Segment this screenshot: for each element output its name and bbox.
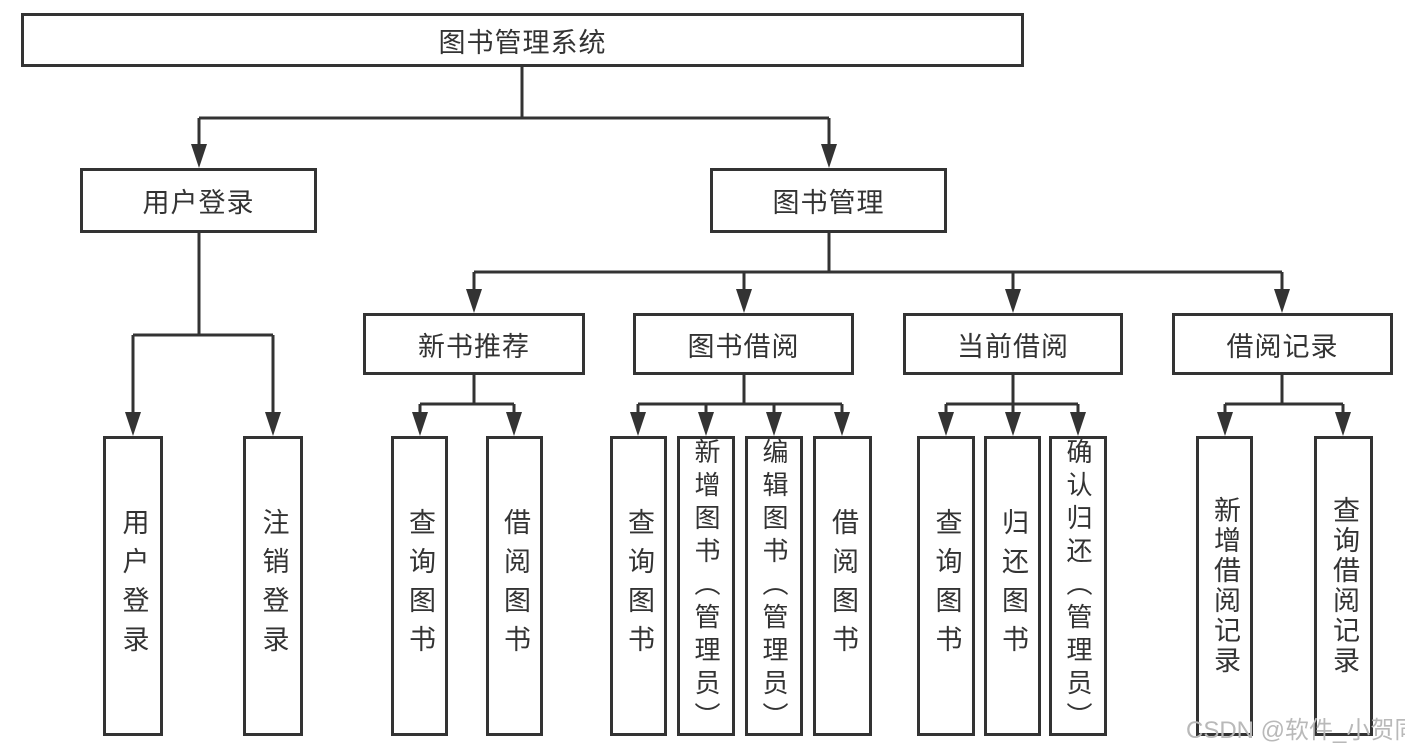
node-borrowing-records: 借阅记录 xyxy=(1172,313,1393,375)
leaf-add-books-admin: 新增图书（管理员） xyxy=(677,436,735,736)
node-label: 当前借阅 xyxy=(957,331,1069,362)
leaf-confirm-return-admin: 确认归还（管理员） xyxy=(1049,436,1107,736)
leaf-add-borrow-record: 新增借阅记录 xyxy=(1196,436,1253,736)
leaf-user-login: 用户登录 xyxy=(103,436,163,736)
leaf-label: 用户登录 xyxy=(118,508,149,664)
leaf-label: 新增借阅记录 xyxy=(1210,496,1240,676)
leaf-borrow-books-borrowing: 借阅图书 xyxy=(813,436,872,736)
leaf-label: 借阅图书 xyxy=(828,508,858,664)
leaf-query-books-current: 查询图书 xyxy=(917,436,975,736)
leaf-label: 查询借阅记录 xyxy=(1329,496,1359,676)
leaf-query-borrow-record: 查询借阅记录 xyxy=(1314,436,1373,736)
leaf-logout: 注销登录 xyxy=(243,436,303,736)
node-label: 用户登录 xyxy=(142,188,255,218)
leaf-borrow-books-newbooks: 借阅图书 xyxy=(486,436,543,736)
leaf-label: 查询图书 xyxy=(624,508,654,664)
node-library-management-system: 图书管理系统 xyxy=(21,13,1024,67)
node-book-management: 图书管理 xyxy=(710,168,947,233)
leaf-label: 注销登录 xyxy=(258,508,289,664)
leaf-label: 确认归还（管理员） xyxy=(1063,437,1093,735)
leaf-label: 编辑图书（管理员） xyxy=(759,437,789,735)
node-new-book-recommendation: 新书推荐 xyxy=(363,313,585,375)
node-label: 图书管理 xyxy=(772,188,885,218)
arrowheads xyxy=(125,144,1351,436)
node-label: 借阅记录 xyxy=(1226,331,1339,362)
node-label: 图书借阅 xyxy=(687,331,800,362)
node-label: 图书管理系统 xyxy=(438,27,607,58)
csdn-watermark: CSDN @软件_小贺同学 xyxy=(1186,717,1405,744)
leaf-label: 借阅图书 xyxy=(500,508,530,664)
node-user-login: 用户登录 xyxy=(80,168,317,233)
leaf-query-books-borrowing: 查询图书 xyxy=(610,436,667,736)
leaf-label: 新增图书（管理员） xyxy=(691,437,721,735)
node-book-borrowing: 图书借阅 xyxy=(633,313,854,375)
node-label: 新书推荐 xyxy=(418,331,530,362)
leaf-label: 归还图书 xyxy=(998,508,1028,664)
leaf-label: 查询图书 xyxy=(405,508,435,664)
leaf-query-books-newbooks: 查询图书 xyxy=(391,436,448,736)
leaf-edit-books-admin: 编辑图书（管理员） xyxy=(745,436,803,736)
node-current-borrowing: 当前借阅 xyxy=(903,313,1123,375)
leaf-return-books: 归还图书 xyxy=(984,436,1041,736)
leaf-label: 查询图书 xyxy=(931,508,962,664)
